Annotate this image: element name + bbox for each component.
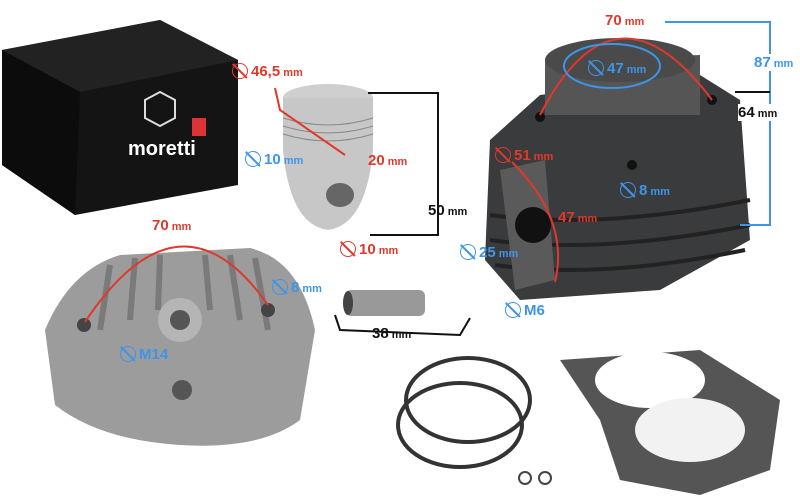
gaskets [560,350,780,495]
moretti-box [2,20,238,215]
diameter-icon [495,147,511,163]
diameter-icon [272,279,288,295]
diameter-icon [340,241,356,257]
diameter-icon [232,63,248,79]
box-brand-logo: moretti [128,138,196,160]
diameter-icon [460,244,476,260]
cylinder-head [45,248,315,446]
piston-pin [343,290,425,316]
intake-thread-label: M6 [505,299,545,319]
circlips [518,471,552,485]
diameter-icon [620,182,636,198]
diameter-icon [245,151,261,167]
diameter-icon [120,346,136,362]
diameter-icon [588,60,604,76]
piston-rings [396,356,532,469]
cylinder [485,38,751,300]
spark-plug-thread-label: M14 [120,343,168,363]
diameter-icon [505,302,521,318]
piston [282,84,374,230]
dimension-lines [84,21,771,337]
